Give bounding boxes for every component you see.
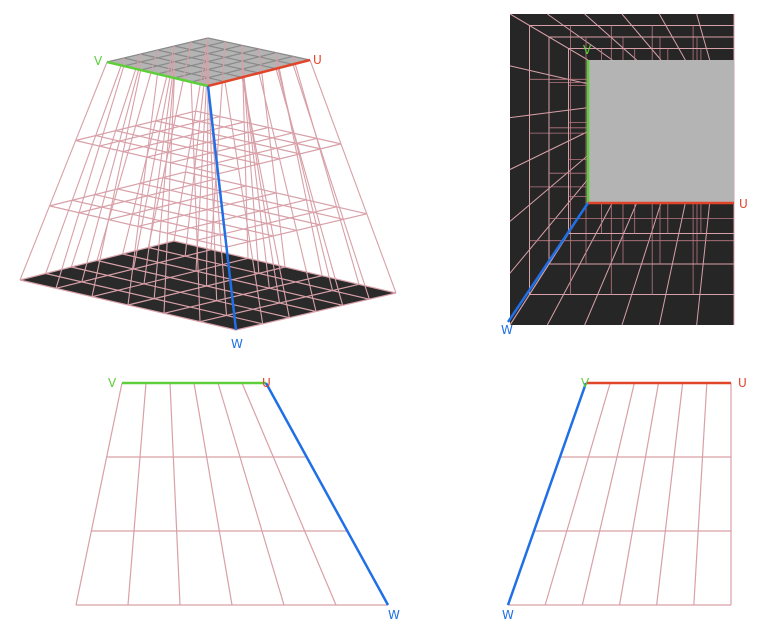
grid-line — [169, 382, 181, 606]
front-view-grid — [75, 382, 389, 606]
side-w-axis — [506, 382, 588, 606]
grid-line — [205, 61, 209, 287]
grid-line — [544, 382, 611, 606]
top-u-label: U — [739, 197, 748, 211]
grid-line — [275, 52, 323, 276]
grid-line — [127, 382, 147, 606]
grid-line — [132, 53, 175, 270]
top-w-label: W — [501, 323, 513, 337]
grid-line — [241, 69, 281, 304]
front-w-label: W — [388, 608, 400, 622]
side-v-label: V — [581, 376, 590, 390]
grid-line — [217, 382, 285, 606]
perspective-v-label: V — [94, 54, 103, 68]
grid-line — [147, 41, 192, 248]
grid-line — [143, 61, 175, 284]
top-view-face — [588, 60, 734, 203]
perspective-u-label: U — [313, 53, 322, 67]
perspective-u-axis — [207, 58, 311, 88]
grid-line — [81, 61, 142, 283]
grid-line — [167, 199, 307, 234]
grid-line — [173, 37, 209, 242]
grid-line — [258, 48, 286, 268]
grid-line — [75, 382, 123, 606]
grid-line — [163, 77, 175, 314]
grid-line — [224, 81, 264, 324]
grid-line — [140, 44, 243, 71]
perspective-v-axis — [106, 60, 209, 88]
side-view: V U W — [502, 376, 747, 622]
grid-line — [241, 382, 337, 606]
grid-line — [122, 45, 175, 255]
front-view: V U W — [75, 376, 400, 622]
side-view-grid — [507, 382, 732, 606]
grid-line — [618, 382, 660, 606]
grid-line — [309, 59, 397, 294]
front-w-axis — [264, 382, 390, 606]
grid-line — [96, 49, 159, 261]
grid-line — [193, 382, 233, 606]
side-u-label: U — [738, 376, 747, 390]
grid-line — [70, 53, 142, 268]
grid-line — [91, 257, 249, 298]
grid-line — [91, 69, 142, 297]
grid-line — [123, 121, 245, 153]
grid-line — [55, 65, 125, 289]
top-v-label: V — [583, 43, 592, 57]
grid-line — [258, 72, 317, 312]
grid-line — [292, 56, 360, 285]
grid-line — [108, 185, 247, 221]
grid-line — [184, 45, 209, 257]
grid-line — [210, 41, 226, 250]
perspective-view: V U W — [19, 37, 397, 351]
grid-line — [241, 61, 270, 289]
grid-line — [241, 45, 249, 259]
perspective-w-label: W — [231, 337, 243, 351]
grid-line — [174, 52, 277, 79]
grid-line — [581, 382, 635, 606]
front-u-label: U — [262, 376, 271, 390]
top-w-axis — [506, 202, 590, 323]
grid-line — [195, 53, 209, 272]
perspective-w-axis — [206, 85, 238, 331]
grid-line — [170, 132, 293, 164]
grid-line — [656, 382, 684, 606]
grid-line — [127, 73, 159, 306]
grid-line — [163, 275, 323, 314]
grid-line — [292, 64, 370, 300]
grid-line — [45, 57, 125, 274]
grid-line — [19, 61, 108, 281]
front-v-label: V — [108, 376, 117, 390]
grid-line — [190, 81, 201, 322]
grid-line — [241, 53, 260, 274]
grid-line — [153, 69, 175, 299]
side-w-label: W — [502, 608, 514, 622]
top-view: V U W — [501, 13, 748, 337]
grid-line — [693, 382, 708, 606]
perspective-grid — [19, 37, 397, 331]
